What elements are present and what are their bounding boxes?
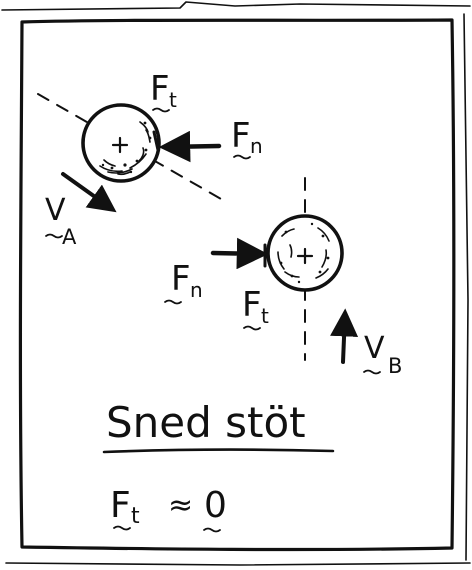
ball-b-normal-arrow bbox=[210, 237, 269, 270]
ball-a-normal-label: F bbox=[231, 116, 251, 156]
ball-b-velocity-vector-mark bbox=[363, 369, 381, 375]
equation-lhs-subscript: t bbox=[131, 504, 140, 529]
ball-a-velocity-arrow bbox=[61, 172, 117, 213]
ball-b-velocity-label: V bbox=[364, 331, 385, 366]
paper-top-edge bbox=[1, 1, 471, 11]
ball-a-tangential-label: F bbox=[150, 69, 170, 109]
ball-a-normal-arrow bbox=[158, 130, 222, 163]
ball-a-shading bbox=[99, 121, 151, 176]
ball-b-normal-vector-mark bbox=[164, 299, 182, 305]
ball-a-tangential-marker bbox=[152, 130, 160, 152]
paper-right-edge bbox=[463, 13, 469, 561]
caption-title: Sned stöt bbox=[106, 398, 306, 447]
ball-b-center-mark bbox=[296, 247, 314, 265]
paper-bottom-edge bbox=[5, 562, 471, 566]
ball-a-velocity-vector-mark bbox=[45, 233, 63, 239]
equation-lhs-vector-mark bbox=[113, 525, 131, 531]
ball-b-normal-subscript: n bbox=[190, 278, 203, 302]
ball-b-tangential-vector-mark bbox=[243, 325, 261, 331]
ball-b-velocity-arrow bbox=[330, 308, 359, 364]
ball-a-tangential-vector-mark bbox=[152, 107, 170, 113]
ball-a-tangential-subscript: t bbox=[169, 88, 177, 112]
ball-a-velocity-label: V bbox=[45, 193, 66, 228]
equation-rhs: 0 bbox=[204, 485, 227, 526]
ball-a-velocity-subscript: A bbox=[62, 225, 77, 249]
ball-b-tangential-label: F bbox=[242, 285, 262, 325]
ball-b-normal-label: F bbox=[171, 259, 191, 299]
equation-lhs: F bbox=[110, 485, 131, 526]
ball-a-normal-subscript: n bbox=[250, 134, 263, 158]
ball-b-tangential-subscript: t bbox=[261, 304, 269, 328]
ball-b bbox=[210, 177, 359, 364]
equation-relation: ≈ bbox=[168, 488, 193, 523]
ball-a-center-mark bbox=[111, 136, 129, 154]
frame-border bbox=[18, 18, 456, 552]
ball-a-normal-vector-mark bbox=[233, 154, 251, 160]
equation-rhs-vector-mark bbox=[203, 527, 221, 533]
ball-a bbox=[37, 93, 229, 213]
caption-underline bbox=[102, 448, 335, 454]
ball-b-velocity-subscript: B bbox=[388, 354, 402, 378]
